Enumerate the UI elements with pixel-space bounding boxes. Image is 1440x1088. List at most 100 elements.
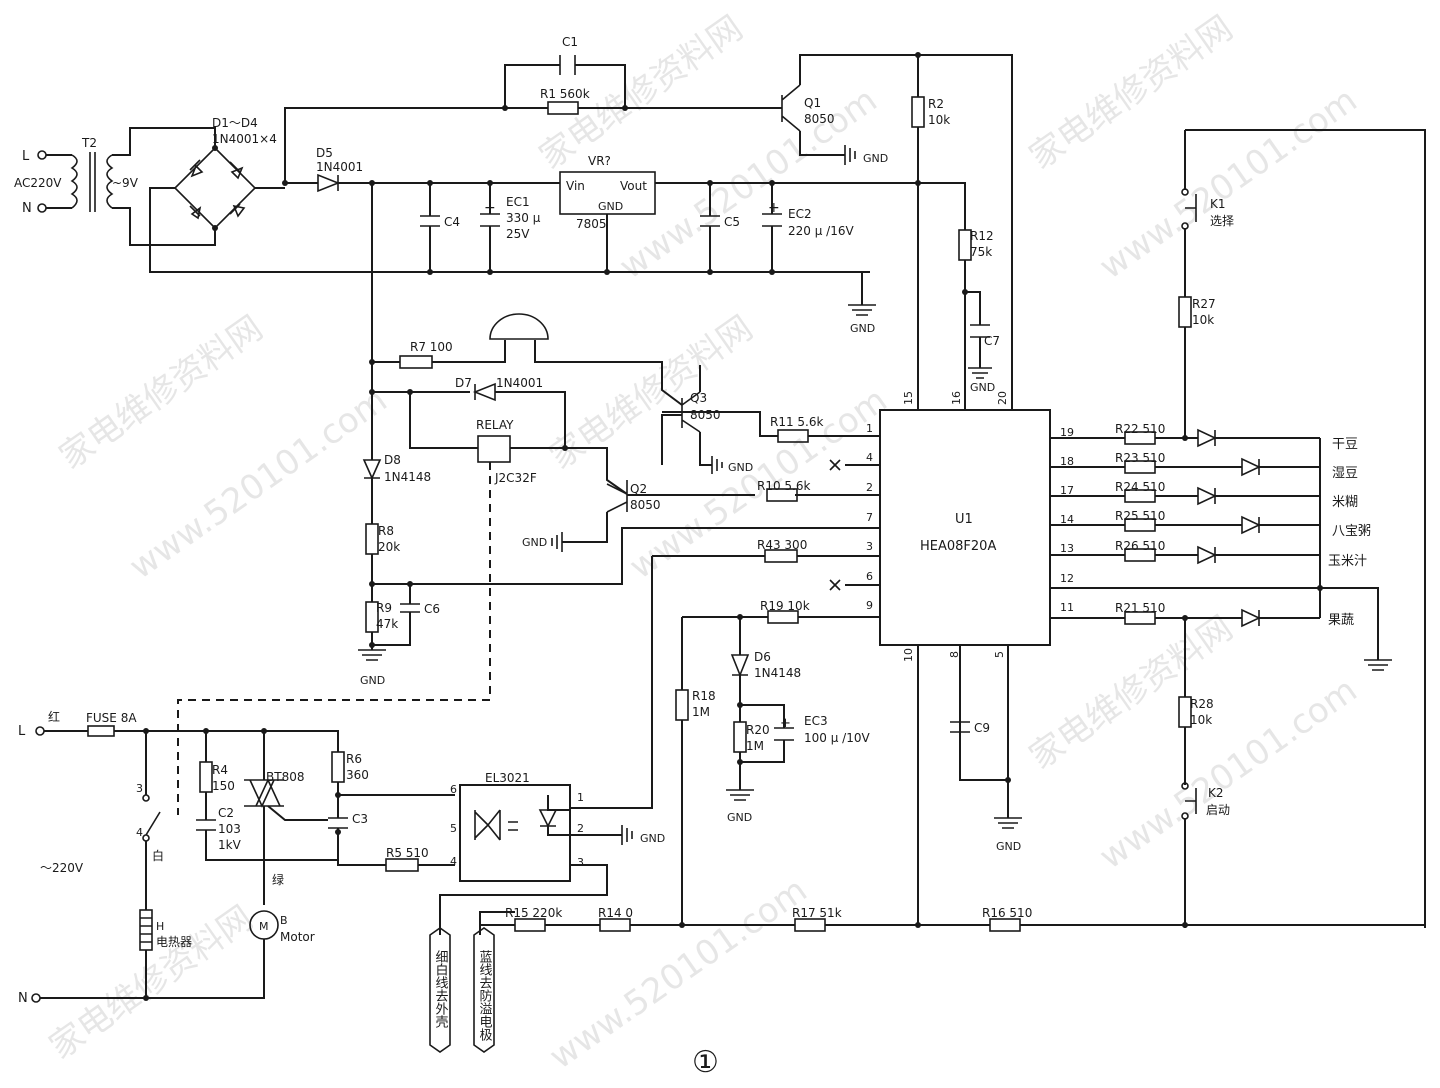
label-ec3-val: 100 μ /10V	[804, 731, 870, 745]
watermark: www.520101.com	[542, 870, 814, 1077]
label-n-top: N	[22, 201, 32, 216]
led-label-shidou: 湿豆	[1332, 466, 1358, 481]
diode-d5: D5 1N4001	[285, 146, 363, 193]
label-q3-gnd: GND	[728, 461, 753, 474]
label-r19: R19 10k	[760, 599, 810, 613]
label-c1: C1	[562, 35, 578, 49]
label-fuse: FUSE 8A	[86, 711, 137, 725]
label-el-gnd: GND	[640, 832, 665, 845]
relay-section: R7 100 D7 1N4001 RELAY J2C32F GND Q3 805…	[177, 183, 880, 815]
power-supply-section: L N AC220V T2 ~9V D1～D4 1N4001×4	[14, 107, 966, 335]
sense-section: R19 10k D6 1N4148 + R20 1M EC3 100 μ /10…	[675, 599, 880, 925]
label-el-pin1: 1	[577, 791, 584, 804]
label-r28-val: 10k	[1190, 713, 1212, 727]
led-label-babaozhou: 八宝粥	[1332, 523, 1371, 539]
plus-sign: +	[768, 200, 780, 216]
label-r20: R20	[746, 723, 770, 737]
pin-13: 13	[1060, 542, 1074, 555]
watermark: 家电维修资料网	[542, 308, 760, 477]
label-el-pin4: 4	[450, 855, 457, 868]
label-r6: R6	[346, 752, 362, 766]
label-heater: 电热器	[156, 935, 192, 949]
label-r17: R17 51k	[792, 906, 842, 920]
label-q2-part: 8050	[630, 498, 661, 512]
led-label-yumizhi: 玉米汁	[1328, 554, 1367, 569]
watermark: 家电维修资料网	[1022, 8, 1240, 177]
label-relay: RELAY	[476, 418, 514, 432]
bridge-rectifier-d1-d4: D1～D4 1N4001×4	[173, 116, 277, 231]
label-n-bottom: N	[18, 991, 28, 1006]
label-d7: D7	[455, 376, 472, 390]
label-r1: R1 560k	[540, 87, 590, 101]
label-r9-val: 47k	[376, 617, 398, 631]
label-sw-4: 4	[136, 826, 143, 839]
label-c2-val1: 103	[218, 822, 241, 836]
label-ec2-val: 220 μ /16V	[788, 224, 854, 238]
label-vr-part: 7805	[576, 217, 607, 231]
label-r22: R22 510	[1115, 422, 1165, 436]
label-r8-val: 20k	[378, 540, 400, 554]
pin-11: 11	[1060, 601, 1074, 614]
label-k2-text: 启动	[1206, 803, 1230, 817]
label-r12: R12	[970, 229, 994, 243]
label-r5: R5 510	[386, 846, 429, 860]
watermark: 家电维修资料网	[42, 898, 260, 1067]
label-el-pin6: 6	[450, 783, 457, 796]
label-u1-part: HEA08F20A	[920, 539, 996, 554]
regulator-7805: VR? Vin Vout GND 7805	[559, 154, 656, 231]
label-relay-part: J2C32F	[494, 471, 537, 485]
pin-18: 18	[1060, 455, 1074, 468]
label-r7: R7 100	[410, 340, 453, 354]
label-ec3: EC3	[804, 714, 828, 728]
label-d7-part: 1N4001	[496, 376, 543, 390]
label-r16: R16 510	[982, 906, 1032, 920]
label-motor-m: M	[259, 920, 269, 933]
label-green: 绿	[272, 872, 284, 887]
label-d1d4: D1～D4	[212, 116, 258, 130]
label-r8: R8	[378, 524, 394, 538]
pin-7: 7	[866, 511, 873, 524]
plus-sign: +	[484, 200, 496, 216]
label-q1-gnd: GND	[863, 152, 888, 165]
label-d5: D5	[316, 146, 333, 160]
led-label-gandou: 干豆	[1332, 437, 1358, 452]
label-white: 白	[152, 848, 164, 863]
ac-load-section: 红 L FUSE 8A 3 4 白 ～220V H 电热器 R4 150 C2 …	[18, 709, 665, 1006]
label-l-bottom: L	[18, 724, 26, 739]
probe-1-label: 细白线去外壳	[433, 950, 449, 1029]
label-r21: R21 510	[1115, 601, 1165, 615]
label-r12-val: 75k	[970, 245, 992, 259]
label-r11: R11 5.6k	[770, 415, 824, 429]
label-t2-out: ~9V	[112, 176, 139, 190]
terminal-l-top	[37, 150, 47, 160]
pin-4: 4	[866, 451, 873, 464]
pin-1: 1	[866, 422, 873, 435]
label-c7: C7	[984, 334, 1000, 348]
label-c7-gnd: GND	[970, 381, 995, 394]
label-r26: R26 510	[1115, 539, 1165, 553]
pin-3: 3	[866, 540, 873, 553]
label-q2: Q2	[630, 482, 647, 496]
label-k1: K1	[1210, 197, 1226, 211]
pin-14: 14	[1060, 513, 1074, 526]
label-vr: VR?	[588, 154, 611, 168]
label-motor: Motor	[280, 930, 315, 944]
label-r6-val: 360	[346, 768, 369, 782]
label-r4-val: 150	[212, 779, 235, 793]
label-vout: Vout	[620, 179, 647, 193]
label-q1-part: 8050	[804, 112, 835, 126]
q1-section: C1 R1 560k GND Q1 8050 R2 10k	[502, 35, 1013, 410]
label-ec1: EC1	[506, 195, 530, 209]
label-c3: C3	[352, 812, 368, 826]
label-r9-gnd: GND	[360, 674, 385, 687]
label-r25: R25 510	[1115, 509, 1165, 523]
pin-17: 17	[1060, 484, 1074, 497]
label-el-pin2: 2	[577, 822, 584, 835]
label-q1: Q1	[804, 96, 821, 110]
label-motor-b: B	[280, 914, 288, 927]
label-r10: R10 5.6k	[757, 479, 811, 493]
label-q3-part: 8050	[690, 408, 721, 422]
watermark: 家电维修资料网	[52, 308, 270, 477]
pin-20: 20	[996, 391, 1009, 405]
label-r43: R43 300	[757, 538, 807, 552]
